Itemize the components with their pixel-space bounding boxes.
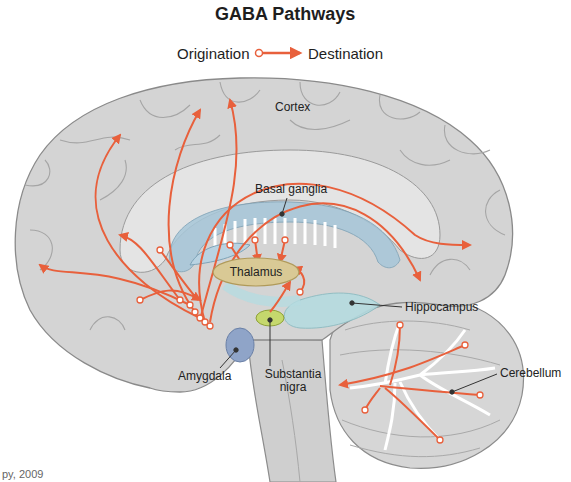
- legend-label: Destination: [308, 45, 383, 62]
- arbor-vitae: [350, 322, 495, 450]
- node-text-wrap: Thalamus: [212, 257, 300, 287]
- node-ellipse: [213, 258, 299, 286]
- cerebellum-outline: [330, 297, 523, 468]
- region-label: Cerebellum: [500, 367, 561, 380]
- origin-circle: [362, 407, 368, 413]
- origin-circle: [157, 247, 163, 253]
- leader-dot: [350, 301, 354, 305]
- legend-sample: [256, 50, 301, 57]
- legend-label: Origination: [177, 45, 250, 62]
- region-label: Basal ganglia: [255, 183, 327, 196]
- origin-circle: [282, 237, 288, 243]
- leader-line: [352, 303, 402, 307]
- leader-lines: [220, 198, 497, 394]
- leader-line: [270, 320, 271, 366]
- origin-circle: [192, 309, 198, 315]
- pathway-line: [380, 386, 480, 395]
- leader-dot: [234, 348, 238, 352]
- striatum-bridges: [215, 218, 335, 248]
- pathway-arrow: [270, 282, 290, 312]
- diagram-title: GABA Pathways: [215, 4, 355, 25]
- hippocampus-tail: [225, 285, 300, 302]
- region-label: Cortex: [275, 101, 310, 114]
- thalamus-node: Thalamus: [212, 257, 300, 287]
- pathway-line: [365, 388, 380, 410]
- leader-dot: [280, 212, 284, 216]
- legend-arrow: [262, 52, 300, 55]
- origin-circle: [462, 342, 468, 348]
- pathway-line: [385, 388, 440, 440]
- pathway-line: [160, 250, 198, 300]
- origin-circle: [137, 297, 143, 303]
- leader-dot: [268, 318, 272, 322]
- gyri-lines: [25, 82, 505, 330]
- origin-circle: [297, 289, 303, 295]
- cerebrum-outline: [15, 78, 512, 392]
- region-label: Amygdala: [178, 370, 231, 383]
- pathway-line: [390, 325, 400, 385]
- node-label: Thalamus: [230, 265, 283, 279]
- cerebellum-folia: [340, 321, 500, 457]
- origin-circle: [252, 237, 258, 243]
- pathway-arrow: [96, 135, 200, 318]
- region-label: Hippocampus: [405, 301, 478, 314]
- origin-circle: [207, 323, 213, 329]
- leader-line: [220, 350, 236, 368]
- origin-circles: [137, 237, 483, 443]
- pathway-arrow: [210, 203, 420, 322]
- pathway-arrow: [200, 100, 237, 320]
- cerebellum-shape: [330, 297, 523, 468]
- region-label: py, 2009: [2, 468, 43, 481]
- region-label: Substantia nigra: [260, 368, 326, 394]
- origin-circle: [397, 322, 403, 328]
- origin-circle: [437, 437, 443, 443]
- origin-circle: [227, 242, 233, 248]
- corpus-callosum: [120, 150, 440, 272]
- legend-origin: [256, 50, 263, 57]
- origin-circle: [187, 302, 193, 308]
- leader-dot: [450, 390, 454, 394]
- pathway-arrow: [340, 345, 465, 385]
- origin-circle: [177, 297, 183, 303]
- origin-circle: [477, 392, 483, 398]
- leader-line: [452, 374, 497, 392]
- gaba-pathways: [40, 100, 480, 440]
- brainstem: [248, 338, 336, 482]
- pathway-arrow: [40, 265, 190, 305]
